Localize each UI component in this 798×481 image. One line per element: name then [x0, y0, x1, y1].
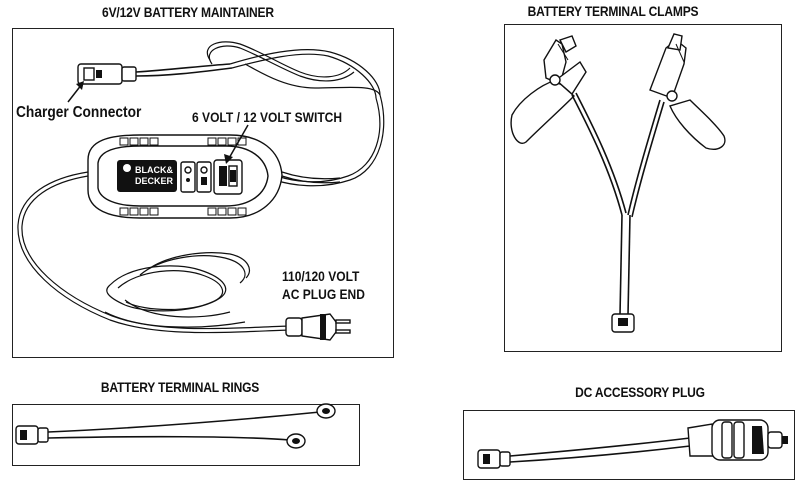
logo-line-2: DECKER — [135, 176, 174, 186]
rings-title: BATTERY TERMINAL RINGS — [100, 379, 260, 395]
label-arrows — [67, 81, 249, 164]
maintainer-title: 6V/12V BATTERY MAINTAINER — [102, 4, 274, 20]
voltage-switch-label: 6 VOLT / 12 VOLT SWITCH — [192, 109, 343, 125]
terminal-clamp-icon — [510, 33, 726, 333]
voltage-switch-icon — [213, 159, 243, 195]
terminal-ring-icon — [15, 403, 336, 449]
ac-plug-label-line1: 110/120 VOLT — [282, 268, 360, 284]
dc-accessory-plug-icon — [477, 419, 788, 469]
ac-plug-label-line2: AC PLUG END — [282, 286, 365, 302]
ac-cord — [17, 171, 291, 334]
ac-plug-icon — [285, 313, 351, 341]
logo-line-1: BLACK& — [135, 165, 173, 175]
battery-maintainer-icon: BLACK& DECKER — [87, 134, 283, 219]
charger-connector-label: Charger Connector — [16, 104, 142, 121]
charger-connector-icon — [77, 63, 233, 85]
clamps-title: BATTERY TERMINAL CLAMPS — [527, 3, 699, 19]
dc-cord — [206, 41, 385, 187]
dc-plug-title: DC ACCESSORY PLUG — [575, 384, 705, 400]
